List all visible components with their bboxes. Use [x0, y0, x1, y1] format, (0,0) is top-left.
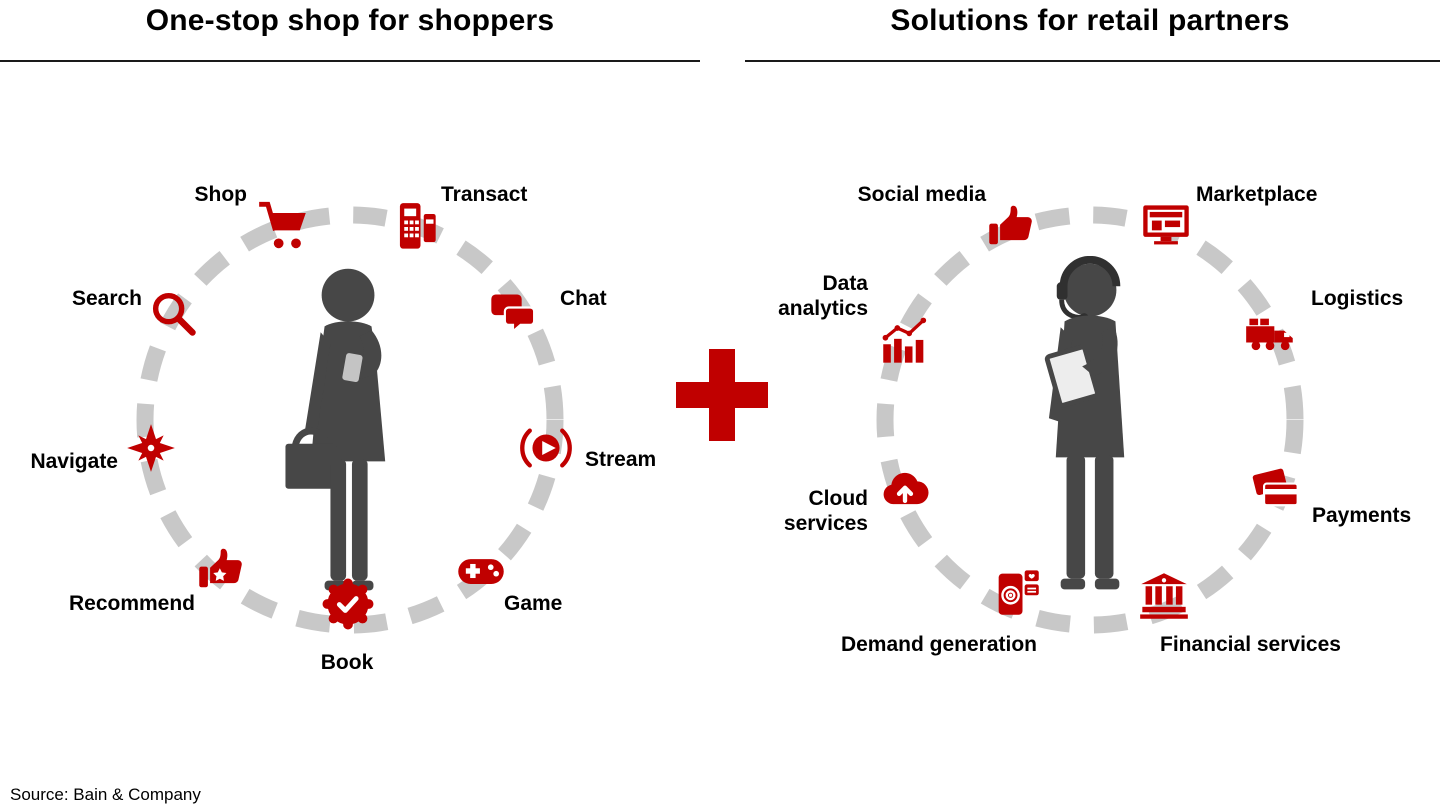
- payments-label: Payments: [1312, 504, 1412, 527]
- demand-generation-label: Demand generation: [840, 633, 1037, 656]
- partner-ring: [876, 206, 1304, 634]
- shop-label: Shop: [194, 183, 248, 206]
- right-panel-title: Solutions for retail partners: [890, 4, 1290, 37]
- bar-chart-trend-icon: [880, 315, 932, 367]
- shopper-figure: [285, 268, 386, 591]
- recommend-label: Recommend: [68, 592, 195, 615]
- play-stream-icon: [520, 422, 572, 474]
- chat-bubbles-icon: [487, 288, 539, 340]
- transact-label: Transact: [441, 183, 528, 206]
- chat-label: Chat: [560, 287, 607, 310]
- financial-services-label: Financial services: [1160, 633, 1341, 656]
- thumbs-up-icon: [986, 202, 1038, 254]
- game-label: Game: [504, 592, 563, 615]
- left-panel-title: One-stop shop for shoppers: [145, 4, 555, 37]
- bank-icon: [1138, 570, 1190, 622]
- left-title-rule: [0, 60, 700, 62]
- magnifier-icon: [147, 287, 199, 339]
- search-label: Search: [71, 287, 142, 310]
- marketplace-label: Marketplace: [1196, 183, 1318, 206]
- partner-figure: [1044, 256, 1125, 590]
- game-controller-icon: [455, 545, 507, 597]
- pos-terminal-icon: [388, 201, 440, 253]
- social-media-label: Social media: [857, 183, 986, 206]
- phone-target-icon: [990, 566, 1042, 618]
- cloud-services-label: Cloud services: [783, 487, 868, 535]
- badge-check-icon: [322, 578, 374, 630]
- compass-star-icon: [125, 422, 177, 474]
- credit-cards-icon: [1250, 463, 1302, 515]
- shopper-ring: [136, 206, 564, 634]
- storefront-monitor-icon: [1140, 200, 1192, 252]
- book-label: Book: [320, 651, 374, 674]
- right-title-rule: [745, 60, 1440, 62]
- thumbs-up-star-icon: [196, 545, 248, 597]
- navigate-label: Navigate: [30, 450, 118, 473]
- cloud-upload-icon: [879, 464, 931, 516]
- shopping-cart-icon: [257, 200, 309, 252]
- plus-icon: [676, 349, 768, 441]
- data-analytics-label: Data analytics: [778, 272, 868, 320]
- stream-label: Stream: [585, 448, 657, 471]
- delivery-truck-icon: [1244, 310, 1296, 362]
- source-note: Source: Bain & Company: [10, 785, 201, 804]
- logistics-label: Logistics: [1311, 287, 1404, 310]
